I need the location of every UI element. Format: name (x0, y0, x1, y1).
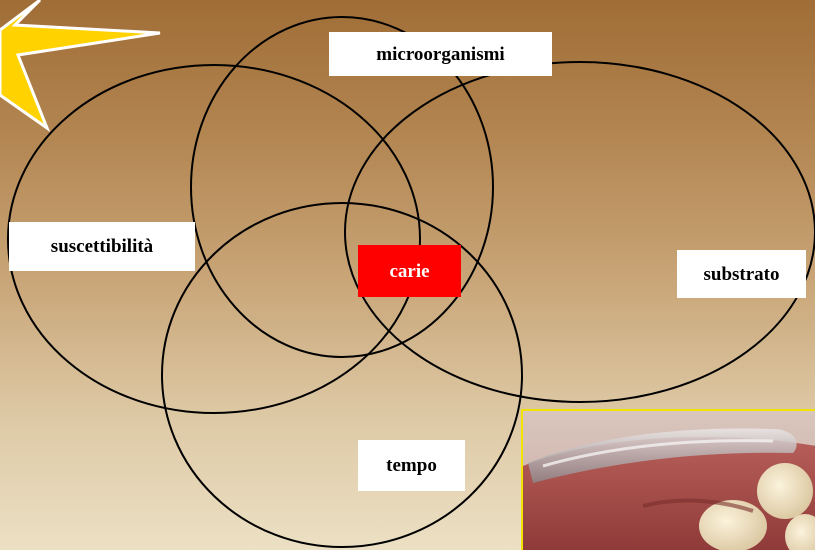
teeth-photo-illustration (523, 411, 815, 550)
teeth-photo (521, 409, 815, 550)
label-substrato: substrato (677, 250, 806, 298)
label-carie: carie (358, 245, 461, 297)
label-microorganismi: microorganismi (329, 32, 552, 76)
label-tempo: tempo (358, 440, 465, 491)
circle-substrato (345, 62, 815, 402)
star-burst-icon (0, 0, 160, 128)
label-suscettibilita: suscettibilità (9, 222, 195, 271)
